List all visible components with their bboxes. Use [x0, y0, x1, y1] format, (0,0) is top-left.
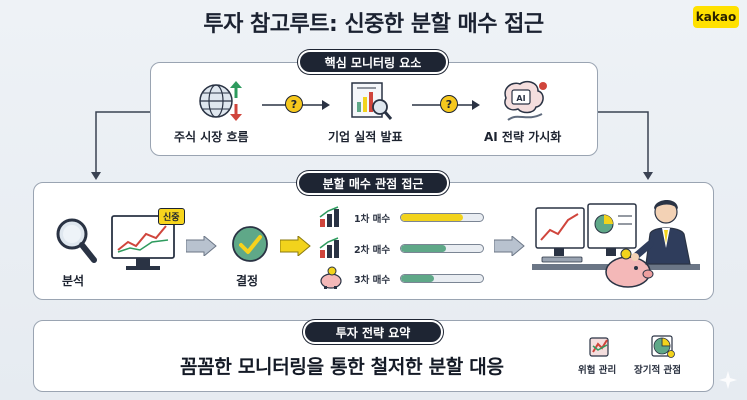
- monitoring-item-ai: AI 전략 가시화: [484, 130, 562, 144]
- analysis-label: 분석: [62, 274, 85, 288]
- double-arrow-icon: [186, 236, 217, 256]
- round-1-label: 1차 매수: [354, 214, 391, 225]
- round-3-fill: [401, 275, 434, 282]
- piggy-bank-icon: [320, 266, 342, 289]
- ai-brain-icon: AI: [504, 80, 547, 121]
- check-circle-icon: [232, 226, 268, 262]
- risk-chart-icon: [589, 337, 609, 357]
- round-1-fill: [401, 214, 463, 221]
- arrow-icon: [280, 236, 311, 256]
- long-term-view-label: 장기적 관점: [634, 365, 682, 376]
- pie-chart-icon: [651, 335, 675, 358]
- globe-arrows-icon: [199, 81, 242, 121]
- split-buying-header: 분할 매수 관점 접근: [297, 171, 449, 195]
- svg-text:AI: AI: [516, 94, 525, 103]
- monitoring-item-earnings: 기업 실적 발표: [328, 130, 403, 144]
- kakao-logo: kakao: [693, 6, 739, 28]
- round-2-bar: [400, 244, 484, 253]
- risk-management-label: 위험 관리: [578, 365, 617, 376]
- investor-desk-illustration: [532, 199, 700, 288]
- summary-header: 투자 전략 요약: [303, 320, 443, 344]
- round-1-bar: [400, 213, 484, 222]
- caution-tag: 신중: [158, 208, 185, 225]
- report-magnifier-icon: [351, 82, 393, 120]
- round-3-bar: [400, 274, 484, 283]
- sparkle-icon: [719, 371, 737, 389]
- chart-monitor-icon: [111, 215, 175, 270]
- magnifier-icon: [56, 218, 97, 263]
- bar-chart-up-icon: [319, 206, 339, 227]
- round-2-label: 2차 매수: [354, 245, 391, 256]
- decision-label: 결정: [236, 274, 259, 288]
- question-mark-icon: ?: [285, 95, 303, 113]
- arrow-icon: [494, 236, 525, 256]
- round-2-fill: [401, 245, 447, 252]
- bar-chart-up-icon: [319, 237, 339, 258]
- monitoring-item-market: 주식 시장 흐름: [174, 130, 249, 144]
- summary-text: 꼼꼼한 모니터링을 통한 철저한 분할 대응: [180, 356, 504, 378]
- question-mark-icon: ?: [440, 95, 458, 113]
- monitoring-header: 핵심 모니터링 요소: [298, 50, 448, 74]
- page-title: 투자 참고루트: 신중한 분할 매수 접근: [203, 12, 544, 37]
- round-3-label: 3차 매수: [354, 275, 391, 286]
